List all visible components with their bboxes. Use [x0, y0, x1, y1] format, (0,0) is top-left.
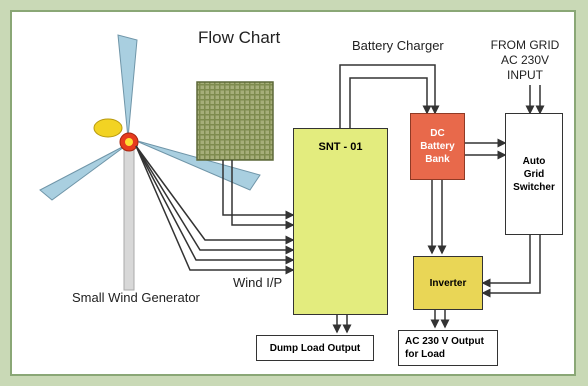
- grid-switcher-label-line2: Grid: [523, 168, 545, 180]
- ac-output-label-line2: for Load: [405, 349, 445, 360]
- solar-panel-icon: [196, 81, 274, 161]
- diagram-title: Flow Chart: [198, 28, 281, 47]
- dump-load-label: Dump Load Output: [269, 342, 361, 354]
- ac-output-box: AC 230 V Output for Load: [398, 330, 498, 366]
- controller-box: SNT - 01: [293, 128, 388, 315]
- ac-output-label-line1: AC 230 V Output: [405, 336, 484, 347]
- grid-input-label: FROM GRID AC 230V INPUT: [480, 38, 570, 83]
- battery-bank-label-line3: Bank: [425, 154, 450, 165]
- inverter-box: Inverter: [413, 256, 483, 310]
- grid-switcher-label-line3: Switcher: [513, 181, 555, 193]
- battery-bank-box: DC Battery Bank: [410, 113, 465, 180]
- wind-generator-label: Small Wind Generator: [72, 290, 200, 305]
- wind-turbine-icon: [39, 34, 261, 291]
- inverter-label: Inverter: [429, 277, 467, 289]
- grid-input-label-line2: AC 230V: [500, 53, 550, 67]
- battery-bank-label-line2: Battery: [420, 141, 455, 152]
- battery-bank-label-line1: DC: [430, 128, 445, 139]
- battery-charger-label: Battery Charger: [352, 38, 444, 53]
- controller-label: SNT - 01: [318, 141, 363, 153]
- grid-input-label-line3: INPUT: [507, 68, 543, 82]
- dump-load-box: Dump Load Output: [256, 335, 374, 361]
- grid-switcher-label-line1: Auto: [522, 155, 546, 167]
- grid-input-label-line1: FROM GRID: [490, 38, 560, 52]
- grid-switcher-box: Auto Grid Switcher: [505, 113, 563, 235]
- wiring: [135, 64, 545, 334]
- wind-input-label: Wind I/P: [233, 275, 283, 290]
